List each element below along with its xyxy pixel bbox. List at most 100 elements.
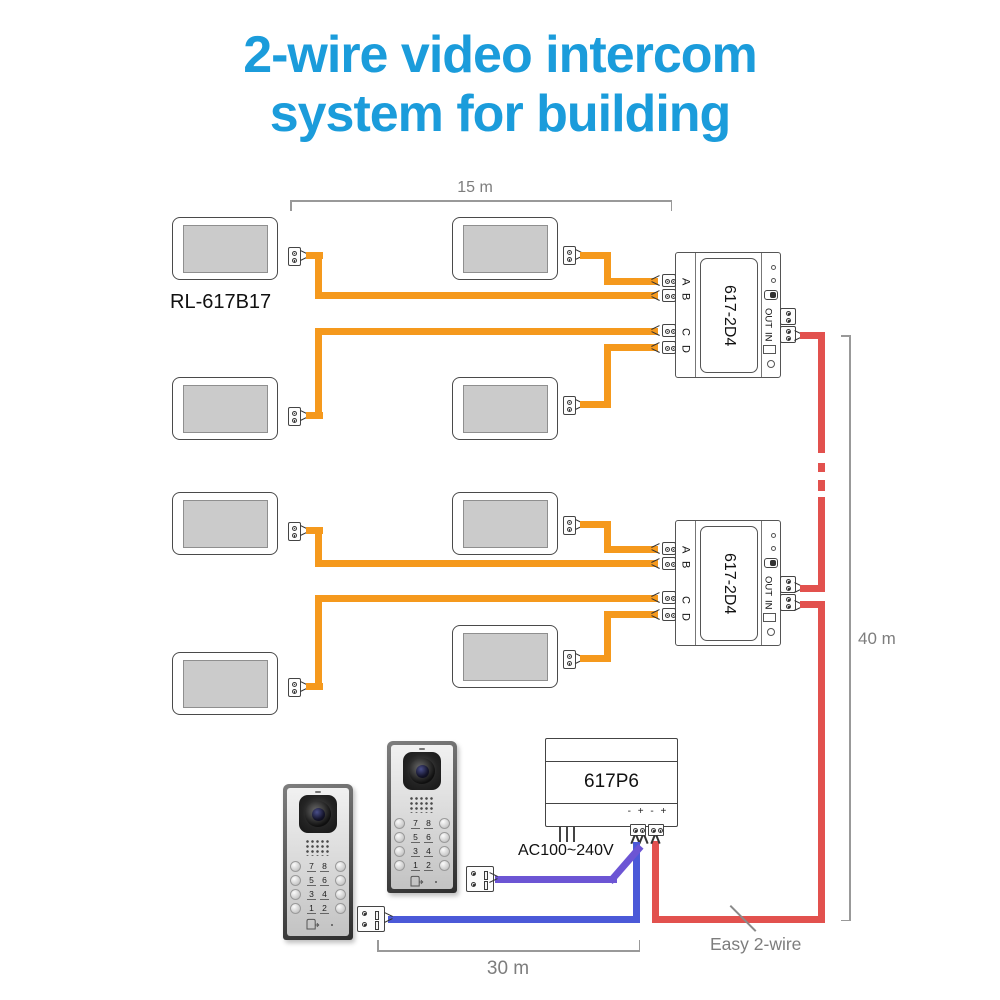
monitor [452,492,558,555]
pigtail-icon [651,592,660,603]
digit: 1 [411,860,420,871]
monitor-screen [183,225,268,273]
pigtail-icon [651,609,660,620]
call-button [290,861,301,872]
wire-orange [315,560,658,567]
call-button [394,846,405,857]
screw-icon [786,597,791,602]
screw-icon [664,546,670,552]
camera-icon [403,752,441,790]
screw-icon [566,249,572,255]
call-button [335,861,346,872]
screw-icon [291,418,297,423]
screw-icon [670,328,676,334]
dimension-right-tick-top [841,335,850,337]
digit: 5 [411,832,420,843]
call-button [290,903,301,914]
monitor-model-label: RL-617B17 [170,291,272,313]
digit: 4 [424,846,433,857]
pigtail-icon [651,558,660,569]
wire-orange [315,328,322,419]
mount-hole-icon [767,628,775,636]
call-button [394,860,405,871]
call-button [335,903,346,914]
wire-orange [604,344,611,408]
wire-red [818,601,825,923]
screw-icon [291,410,297,416]
dip-switch-icon [764,558,778,568]
polarity-marks: - + - + [627,806,669,817]
digit: 4 [320,889,329,900]
divider [546,761,677,762]
screw-icon [670,278,676,284]
wire-orange [306,412,323,419]
screw-icon [566,257,572,262]
divider [761,521,762,645]
screw-icon [670,293,676,299]
distributor-unit-1: 617-2D4 A B C D OUT IN [675,252,781,378]
screw-icon [566,661,572,666]
screw-icon [786,579,791,584]
distributor-unit-2: 617-2D4 A B C D OUT IN [675,520,781,646]
wire-orange [315,252,322,299]
wire-red [800,585,825,592]
door-wire-connector [357,906,385,932]
digit: 3 [307,889,316,900]
wire-red [818,332,825,453]
page-title: 2-wire video intercom system for buildin… [0,26,1000,144]
monitor [172,377,278,440]
wire-orange [580,655,611,662]
digit: 7 [411,818,420,829]
monitor [172,652,278,715]
door-release-row [287,918,349,931]
wire-orange [306,527,323,534]
screw-icon [633,828,638,833]
monitor-screen [463,225,548,273]
screw-icon [670,595,676,601]
out-port-block [780,308,796,325]
screw-icon [471,871,476,876]
terminal-block [662,274,676,287]
dip-switch-icon [764,290,778,300]
door-release-row [391,875,453,888]
dimension-top-tick-left [290,200,292,211]
pigtail-icon [651,325,660,336]
screw-icon [566,653,572,659]
screw-icon [291,250,297,256]
terminal-label-c: C [679,596,692,604]
wire-orange [580,521,611,528]
monitor [452,217,558,280]
digit: 8 [320,861,329,872]
screw-icon [566,407,572,412]
screw-icon [786,329,791,334]
speaker-grille-icon [409,796,435,813]
terminal-block [662,608,676,621]
screw-icon [291,681,297,687]
wire-orange [315,328,658,335]
dimension-right-line [849,335,851,921]
wire-orange [315,595,658,602]
distributor-model: 617-2D4 [721,552,738,615]
wire-orange [604,611,611,662]
screw-icon [786,586,791,591]
screw-icon [291,689,297,694]
monitor-screen [183,385,268,433]
wire-red-dash [818,463,825,472]
monitor-screen [463,385,548,433]
digit: 5 [307,875,316,886]
screw-icon [786,336,791,341]
pigtail-icon [384,912,393,923]
pigtail-icon [651,342,660,353]
wire-orange [580,252,611,259]
pigtail-icon [651,275,660,286]
terminal-label-b: B [679,561,692,569]
